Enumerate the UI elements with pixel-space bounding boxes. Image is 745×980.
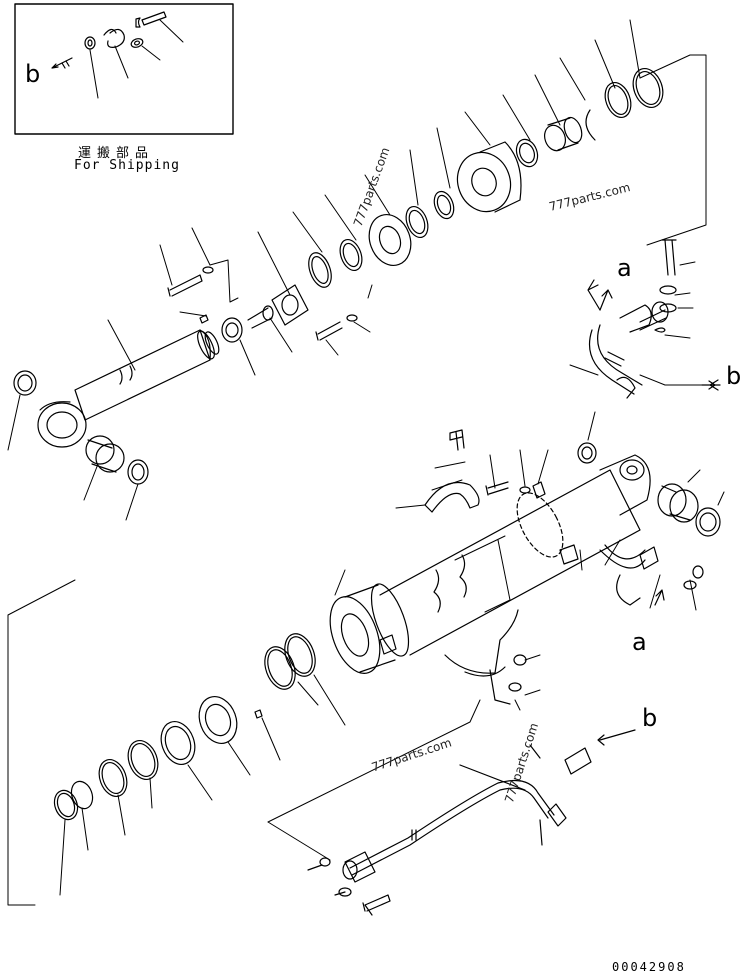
rod-eye-bushing [13,370,149,485]
callout-b-lower: b [642,704,658,732]
upper-leaders [7,19,641,521]
hose-upper-right [569,239,721,399]
cylinder-head-upper [308,68,664,288]
callout-a-lower: a [632,628,647,656]
lower-leaders [7,569,481,906]
callout-arrows [599,289,716,606]
piston-rod [37,329,220,448]
callout-b-shipping: b [25,60,41,88]
upper-hardware [167,266,358,343]
shipping-parts [51,11,184,99]
hose-clamps [395,429,704,711]
cylinder-tube [329,454,651,674]
shipping-title-en: For Shipping [74,158,180,173]
piston-seals-lower [53,633,316,821]
upper-frame-line [639,54,707,246]
drawing-number: 00042908 [612,960,686,974]
callout-b-right: b [726,362,742,390]
shipping-inset-box [14,3,234,135]
callout-a-upper: a [617,254,632,282]
trunnion-bushing [577,411,725,611]
hose-lower [307,729,636,916]
shipping-title-jp: 運搬部品 [78,146,155,161]
